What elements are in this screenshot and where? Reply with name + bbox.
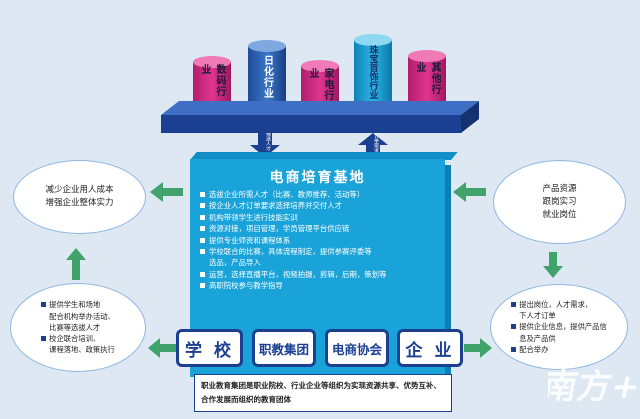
cylinder-digital: 数码行业 — [193, 56, 231, 108]
industry-label: 其他行业 — [414, 62, 440, 95]
school-role-ellipse: 提供学生和场地 配合机构举办活动、 比赛等选拔人才 校企联合培训、 课程落地、政… — [10, 283, 146, 372]
benefit-ellipse-left: 减少企业用人成本 增强企业整体实力 — [13, 160, 146, 234]
cylinder-top — [193, 56, 231, 68]
industry-label: 珠宝首饰行业 — [367, 45, 378, 99]
ellipse-item: 提供企业信息，提供产品信 — [511, 321, 607, 332]
ellipse-item: 息及产品供 — [519, 333, 556, 343]
center-item: 高职院校参与教学指导 — [200, 280, 437, 291]
vocational-group-definition: 职业教育集团是职业院校、行业企业等组织为实现资源共享、优势互补、合作发展而组织的… — [194, 374, 452, 412]
arrow-parties-to-left — [148, 338, 176, 358]
cylinder-body — [408, 56, 446, 108]
center-item: 按企业人才订单要求选择培养并交付人才 — [200, 200, 437, 211]
center-item: 提供专业师资和课程体系 — [200, 235, 437, 246]
cylinder-other: 其他行业 — [408, 50, 446, 108]
arrow-right-down — [543, 252, 563, 278]
center-item: 资源对接，项目管理，学员管理平台供应链 — [200, 223, 437, 234]
ellipse-item: 比赛等选拔人才 — [49, 322, 101, 332]
cylinder-top — [354, 34, 392, 46]
arrow-left-up — [66, 248, 86, 280]
center-item-list: 选拔企业所需人才（比赛、教师推荐、活动等） 按企业人才订单要求选择培养并交付人才… — [200, 189, 437, 292]
arrow-label-left: 输送人才 — [265, 131, 271, 151]
ellipse-item: 校企联合培训、 — [41, 333, 115, 344]
cylinder-body — [193, 62, 231, 108]
arrow-right-to-center — [453, 182, 486, 202]
industry-label: 数码行业 — [199, 64, 225, 97]
industry-platform — [161, 101, 479, 133]
party-enterprise: 企 业 — [397, 329, 463, 367]
industry-label: 日化行业 — [261, 55, 273, 99]
arrow-parties-to-right — [464, 338, 492, 358]
cylinder-top — [301, 60, 339, 72]
cylinder-body — [354, 40, 392, 108]
cylinder-daily-chem: 日化行业 — [248, 40, 286, 108]
ellipse-item: 下人才订单 — [519, 311, 556, 321]
watermark-text: 南方+ — [548, 367, 638, 407]
arrow-label-right: 订单需求 — [373, 133, 379, 153]
party-school: 学 校 — [176, 329, 243, 367]
ellipse-list: 提出岗位，人才需求， 下人才订单 提供企业信息，提供产品信 息及产品供 配合举办 — [511, 299, 607, 355]
ellipse-item: 课程落地、政策执行 — [49, 345, 115, 355]
center-item: 选品，产品导入 — [209, 258, 261, 268]
nanfang-plus-watermark: 南方+ — [548, 367, 638, 407]
ellipse-item: 配合机构举办活动、 — [49, 311, 115, 321]
ellipse-item: 配合举办 — [511, 344, 607, 355]
resource-ellipse-right: 产品资源 跟岗实习 就业岗位 — [493, 160, 626, 244]
cylinder-body — [248, 46, 286, 108]
industry-label: 家电行业 — [307, 68, 333, 101]
ellipse-item: 提供学生和场地 — [41, 299, 115, 310]
enterprise-role-ellipse: 提出岗位，人才需求， 下人才订单 提供企业信息，提供产品信 息及产品供 配合举办 — [490, 284, 628, 370]
center-title: 电商培育基地 — [269, 170, 366, 186]
arrow-down-talent — [250, 133, 280, 157]
ellipse-text: 减少企业用人成本 增强企业整体实力 — [45, 185, 114, 208]
arrow-center-to-left — [150, 182, 183, 202]
cylinder-top — [248, 40, 286, 52]
ellipse-text: 产品资源 跟岗实习 就业岗位 — [542, 183, 577, 220]
ellipse-item: 提出岗位，人才需求， — [511, 299, 607, 310]
center-item: 学校联合的比赛，具体流程制定，提供参赛评委等 — [200, 246, 437, 257]
cylinder-top — [408, 50, 446, 62]
party-ecommerce-association: 电商协会 — [325, 329, 389, 367]
ellipse-list: 提供学生和场地 配合机构举办活动、 比赛等选拔人才 校企联合培训、 课程落地、政… — [41, 299, 115, 355]
center-item: 运营，选择直播平台，视频拍摄，剪辑，后期，策划等 — [200, 269, 437, 280]
center-item: 选拔企业所需人才（比赛、教师推荐、活动等） — [200, 189, 437, 200]
center-item: 机构带领学生进行技能实训 — [200, 212, 437, 223]
party-vocational-group: 职教集团 — [252, 329, 316, 367]
cylinder-jewelry: 珠宝首饰行业 — [354, 34, 392, 108]
